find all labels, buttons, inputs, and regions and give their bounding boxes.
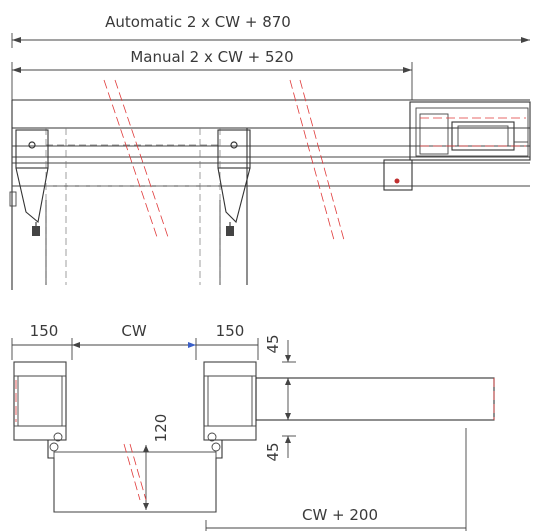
bottom-offset-label: 45 (264, 442, 282, 461)
motor-unit (451, 121, 515, 151)
foundation-recess (47, 440, 223, 513)
vertical-45-dimension-top (282, 340, 296, 421)
automatic-dimension-label: Automatic 2 x CW + 870 (105, 13, 291, 31)
gate-plan-view (13, 361, 495, 531)
left-post-bracket (9, 129, 49, 236)
panel-length-label: CW + 200 (302, 506, 378, 524)
automatic-dimension-line (11, 33, 530, 48)
right-post (203, 361, 257, 442)
depth-label: 120 (152, 414, 170, 443)
right-post-width-label: 150 (216, 322, 245, 340)
depth-dimension (143, 445, 149, 510)
clear-width-label: CW (121, 322, 146, 340)
manual-dimension-line (11, 62, 413, 100)
vertical-45-dimension-bottom (282, 435, 296, 458)
gate-elevation (9, 79, 531, 290)
motor-housing (409, 101, 531, 161)
top-offset-label: 45 (264, 334, 282, 353)
plan-top-dimension-line (11, 338, 259, 360)
left-post (13, 361, 67, 442)
right-post-bracket (217, 129, 251, 236)
left-post-width-label: 150 (30, 322, 59, 340)
manual-dimension-label: Manual 2 x CW + 520 (130, 48, 293, 66)
gate-leaf (255, 377, 495, 421)
bracket (383, 159, 413, 191)
